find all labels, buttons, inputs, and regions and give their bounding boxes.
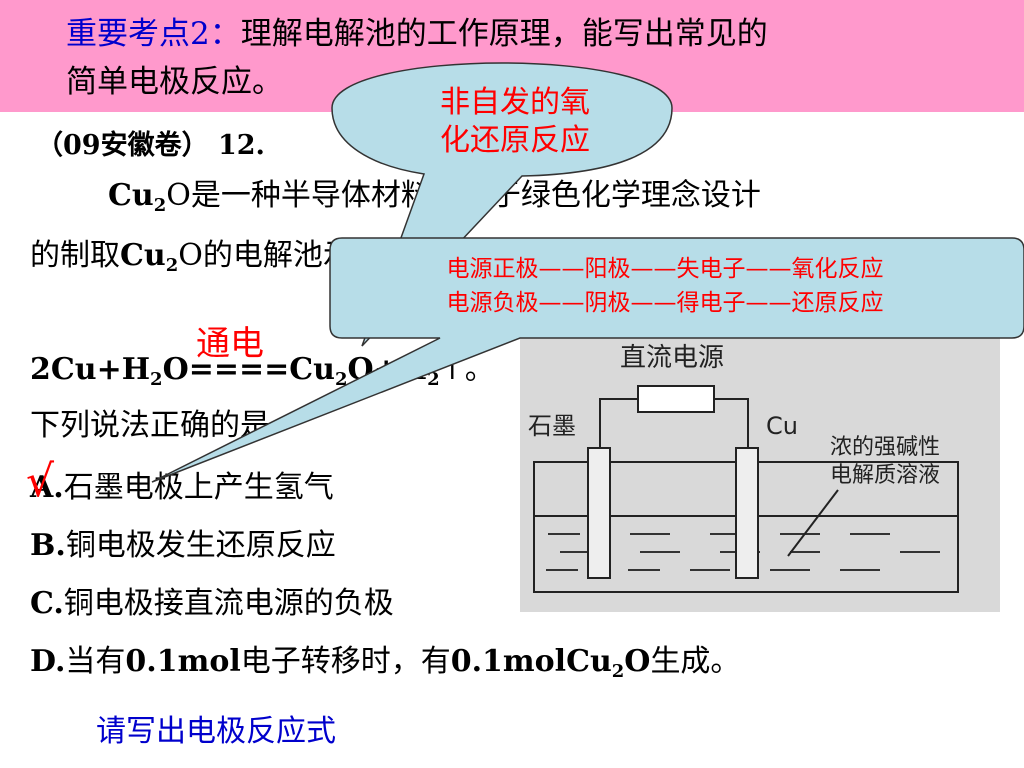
copper-electrode — [735, 447, 759, 579]
callout-electrode-rules-text: 电源正极——阳极——失电子——氧化反应 电源负极——阴极——得电子——还原反应 — [446, 256, 884, 316]
wire-right — [714, 398, 749, 448]
solution-hatch — [546, 533, 940, 571]
question-source: （09安徽卷） 12. — [36, 130, 265, 161]
key-point-label: 重要考点2： — [66, 16, 241, 52]
option-a: A.石墨电极上产生氢气 — [30, 470, 334, 505]
electrolyte-label-line1: 浓的强碱性 — [830, 435, 940, 460]
overall-equation: 2Cu+H2O====Cu2O+H2↑。 — [30, 352, 495, 390]
electrolyte-label-line2: 电解质溶液 — [830, 463, 940, 488]
electrolysis-cell-diagram: 直流电源 石墨 Cu 浓的强碱性 电解质溶液 — [520, 330, 1000, 612]
wire-left — [599, 398, 638, 448]
electrolyte-pointer — [787, 489, 839, 557]
copper-label: Cu — [766, 412, 798, 440]
option-d: D.当有0.1mol电子转移时，有0.1molCu2O生成。 — [30, 644, 741, 682]
instruction-write-electrode-reactions: 请写出电极反应式 — [96, 714, 336, 749]
question-prompt: 下列说法正确的是 — [30, 408, 270, 443]
dc-power-supply — [637, 385, 715, 413]
callout-nonspontaneous-text: 非自发的氧 化还原反应 — [440, 85, 590, 158]
key-point-text: 理解电解池的工作原理，能写出常见的 — [240, 16, 768, 52]
option-b: B.铜电极发生还原反应 — [30, 528, 336, 563]
graphite-label: 石墨 — [528, 412, 576, 440]
key-point-line1: 重要考点2：理解电解池的工作原理，能写出常见的 — [66, 14, 768, 54]
key-point-line2: 简单电极反应。 — [66, 64, 283, 100]
correct-check-mark: √ — [26, 456, 55, 507]
graphite-electrode — [587, 447, 611, 579]
option-c: C.铜电极接直流电源的负极 — [30, 586, 394, 621]
